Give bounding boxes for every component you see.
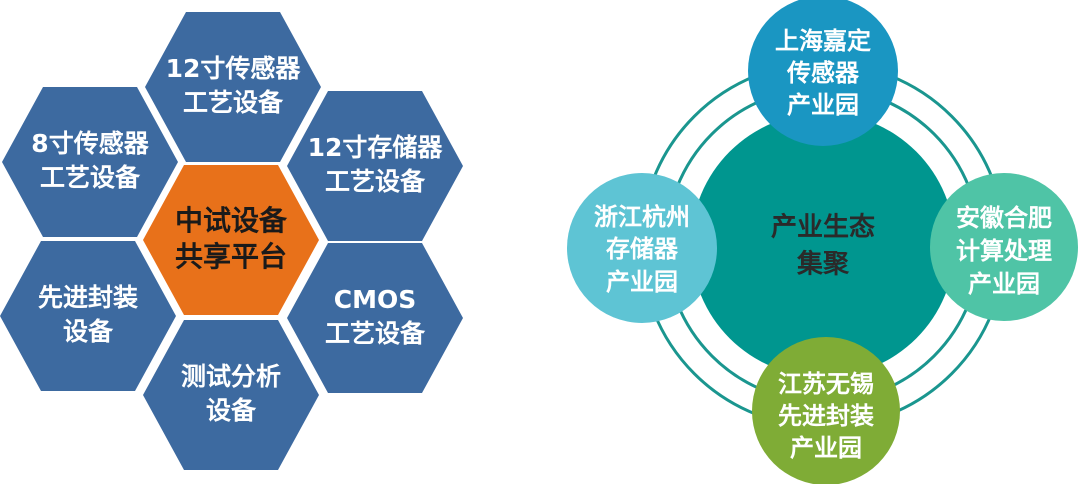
hex-8inch-sensor: 8寸传感器 工艺设备 (2, 87, 178, 237)
park-line1: 上海嘉定 (775, 27, 871, 55)
park-wuxi: 江苏无锡 先进封装 产业园 (752, 337, 900, 484)
park-line2: 先进封装 (778, 402, 874, 430)
hex-label-line2: 工艺设备 (183, 88, 284, 117)
hex-label-line2: 工艺设备 (40, 163, 141, 192)
park-shanghai: 上海嘉定 传感器 产业园 (748, 0, 898, 146)
hex-label-line2: 设备 (63, 317, 114, 346)
park-line3: 产业园 (606, 268, 678, 296)
core-circle (691, 113, 955, 377)
core-line1: 产业生态 (771, 212, 875, 243)
ecosystem-diagram: 产业生态 集聚 上海嘉定 传感器 产业园 浙江杭州 存储器 产业园 安徽合肥 计… (567, 0, 1078, 484)
hex-label-line2: 工艺设备 (325, 167, 426, 196)
hex-center-platform: 中试设备 共享平台 (143, 165, 319, 315)
hex-advanced-packaging: 先进封装 设备 (0, 241, 176, 391)
hex-test-analysis: 测试分析 设备 (143, 320, 319, 470)
hex-shape (2, 87, 178, 237)
hex-shape (143, 320, 319, 470)
park-line3: 产业园 (968, 270, 1040, 298)
hex-12inch-memory: 12寸存储器 工艺设备 (287, 91, 463, 241)
hex-shape (0, 241, 176, 391)
hex-12inch-sensor: 12寸传感器 工艺设备 (145, 12, 321, 162)
park-hangzhou: 浙江杭州 存储器 产业园 (567, 173, 717, 323)
park-line3: 产业园 (790, 434, 862, 462)
hex-shape (287, 91, 463, 241)
park-line1: 浙江杭州 (594, 203, 690, 231)
hex-center-line1: 中试设备 (175, 204, 288, 237)
park-hefei: 安徽合肥 计算处理 产业园 (930, 173, 1078, 321)
hex-diagram: 12寸传感器 工艺设备 8寸传感器 工艺设备 12寸存储器 工艺设备 先进封装 … (0, 12, 463, 470)
hex-label-line1: 12寸传感器 (166, 54, 302, 83)
hex-label-line1: 12寸存储器 (308, 133, 444, 162)
core-line2: 集聚 (796, 249, 850, 280)
park-line2: 计算处理 (956, 237, 1052, 265)
hex-center-line2: 共享平台 (175, 240, 287, 273)
park-line1: 江苏无锡 (778, 370, 874, 398)
park-line2: 传感器 (786, 59, 860, 87)
hex-shape (287, 243, 463, 393)
hex-label-line2: 工艺设备 (325, 319, 426, 348)
hex-label-line1: 8寸传感器 (31, 129, 149, 158)
park-line3: 产业园 (787, 91, 859, 119)
hex-label-line1: 先进封装 (38, 283, 138, 312)
park-circle (930, 173, 1078, 321)
park-line1: 安徽合肥 (956, 204, 1052, 232)
park-circle (748, 0, 898, 146)
park-line2: 存储器 (606, 235, 679, 263)
hex-cmos: CMOS 工艺设备 (287, 243, 463, 393)
hex-shape (145, 12, 321, 162)
hex-shape (143, 165, 319, 315)
hex-label-line1: 测试分析 (181, 362, 281, 391)
park-circle (752, 337, 900, 484)
hex-label-line2: 设备 (206, 396, 257, 425)
hex-label-line1: CMOS (334, 285, 416, 314)
park-circle (567, 173, 717, 323)
